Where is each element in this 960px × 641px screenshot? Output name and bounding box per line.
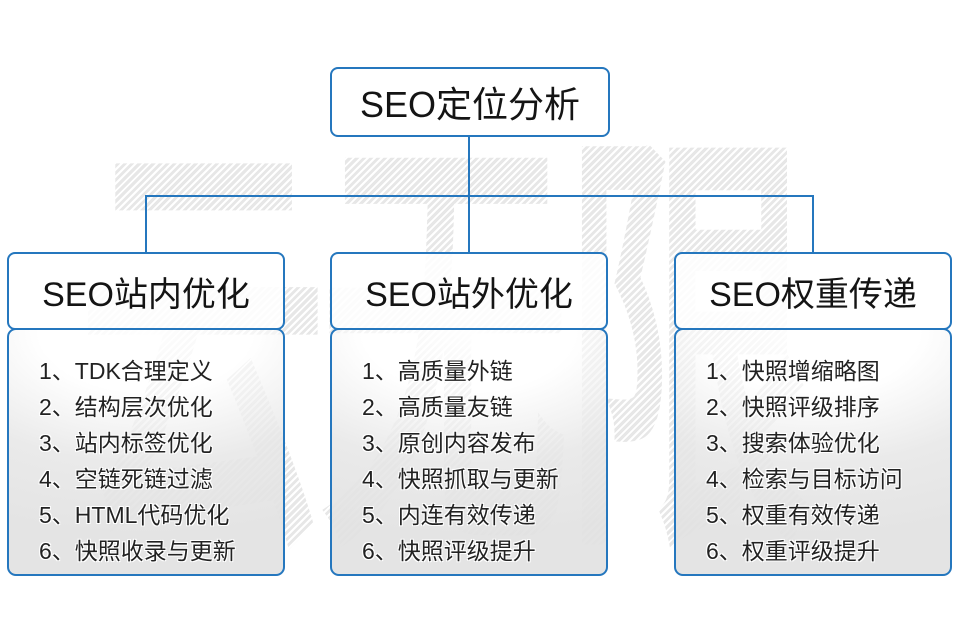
list-item: 2、快照评级排序 [706, 394, 880, 420]
column-title: SEO站内优化 [42, 275, 250, 314]
list-item: 4、快照抓取与更新 [362, 466, 559, 492]
list-item: 6、快照收录与更新 [39, 538, 236, 564]
column-weight-transfer: SEO权重传递 1、快照增缩略图 2、快照评级排序 3、搜索体验优化 4、检索与目标访… [674, 252, 952, 576]
column-title: SEO权重传递 [709, 275, 917, 314]
list-item: 3、原创内容发布 [362, 430, 536, 456]
column-title: SEO站外优化 [365, 275, 573, 314]
column-list-onsite: 1、TDK合理定义 2、结构层次优化 3、站内标签优化 4、空链死链过滤 5、HTML代… [7, 328, 285, 576]
list-item: 6、权重评级提升 [706, 538, 880, 564]
column-onsite-optimization: SEO站内优化 1、TDK合理定义 2、结构层次优化 3、站内标签优化 4、空链死链过… [7, 252, 285, 576]
list-item: 4、检索与目标访问 [706, 466, 903, 492]
list-item: 2、高质量友链 [362, 394, 513, 420]
column-header-onsite: SEO站内优化 [7, 252, 285, 330]
list-item: 5、内连有效传递 [362, 502, 536, 528]
connector-root-drop [468, 136, 470, 196]
root-node: SEO定位分析 [330, 67, 610, 137]
list-item: 1、高质量外链 [362, 358, 513, 384]
column-offsite-optimization: SEO站外优化 1、高质量外链 2、高质量友链 3、原创内容发布 4、快照抓取与更新 5… [330, 252, 608, 576]
list-item: 5、权重有效传递 [706, 502, 880, 528]
column-list-offsite: 1、高质量外链 2、高质量友链 3、原创内容发布 4、快照抓取与更新 5、内连有效传递 6… [330, 328, 608, 576]
connector-middle-drop [468, 196, 470, 252]
list-item: 1、快照增缩略图 [706, 358, 880, 384]
list-item: 6、快照评级提升 [362, 538, 536, 564]
connector-left-drop [145, 196, 147, 252]
connector-right-drop [812, 196, 814, 252]
column-header-weight: SEO权重传递 [674, 252, 952, 330]
list-item: 2、结构层次优化 [39, 394, 213, 420]
list-item: 3、搜索体验优化 [706, 430, 880, 456]
root-node-title: SEO定位分析 [359, 84, 581, 125]
list-item: 5、HTML代码优化 [39, 502, 230, 528]
list-item: 4、空链死链过滤 [39, 466, 213, 492]
connector-horizontal [145, 195, 814, 197]
list-item: 3、站内标签优化 [39, 430, 213, 456]
list-item: 1、TDK合理定义 [39, 358, 213, 384]
column-header-offsite: SEO站外优化 [330, 252, 608, 330]
column-list-weight: 1、快照增缩略图 2、快照评级排序 3、搜索体验优化 4、检索与目标访问 5、权重有效传… [674, 328, 952, 576]
